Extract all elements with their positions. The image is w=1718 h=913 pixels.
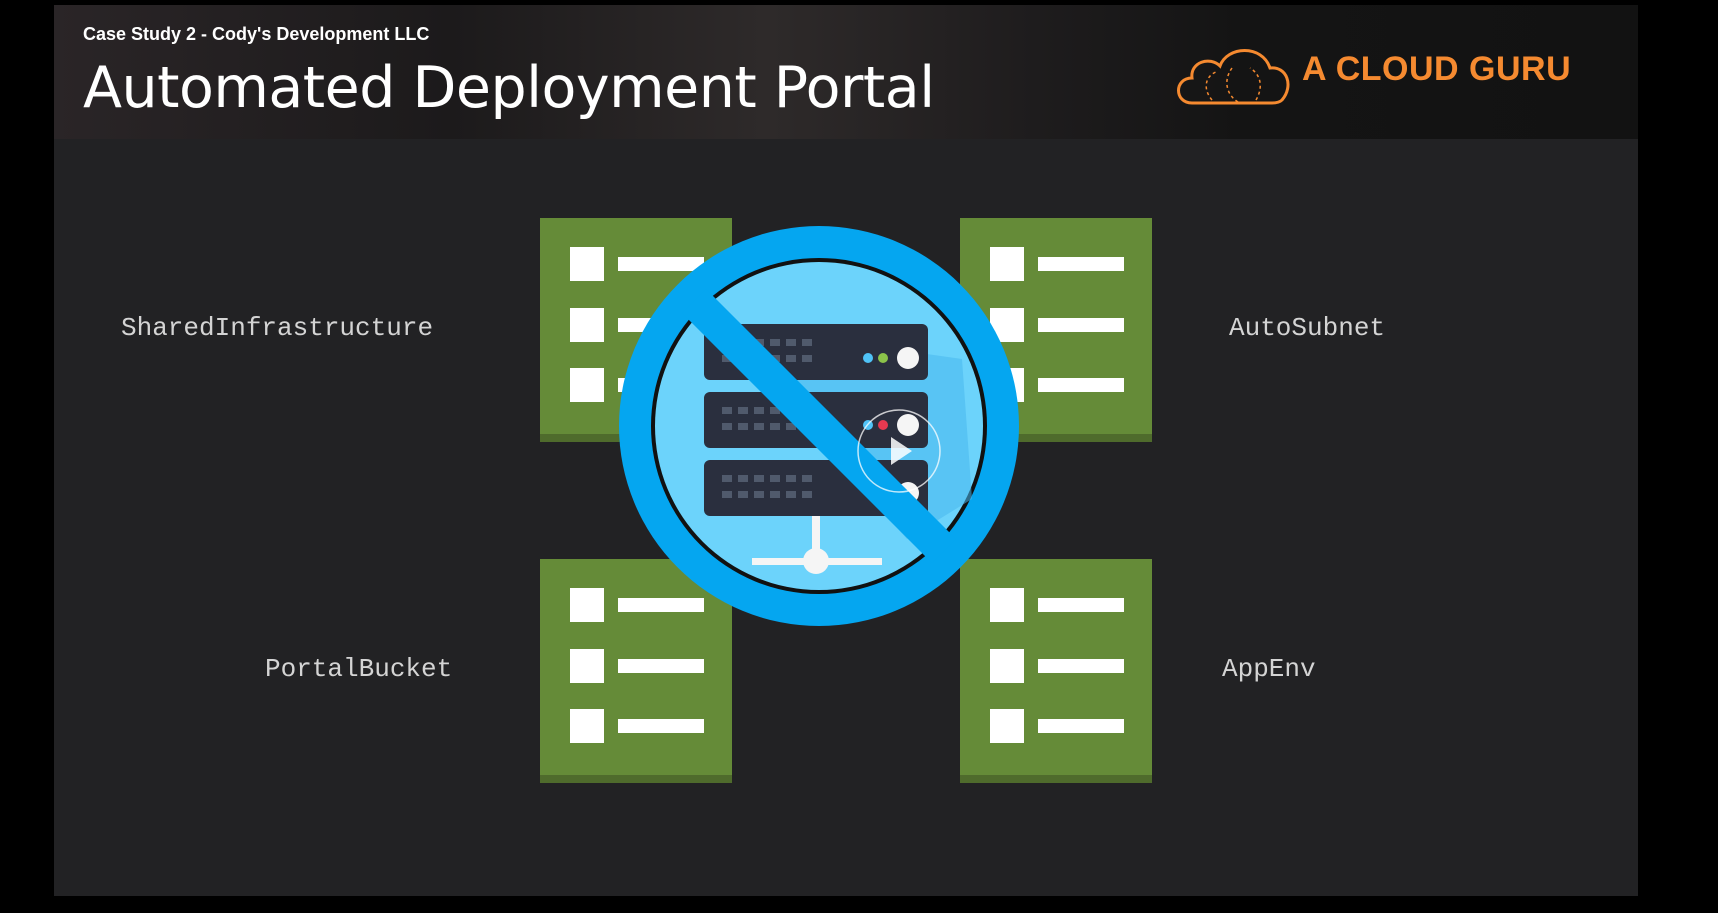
slide: Case Study 2 - Cody's Development LLC Au… <box>54 5 1638 896</box>
label-app-env: AppEnv <box>1222 654 1316 684</box>
slide-subtitle: Case Study 2 - Cody's Development LLC <box>83 24 430 44</box>
slide-title: Automated Deployment Portal <box>83 55 935 121</box>
label-auto-subnet: AutoSubnet <box>1229 313 1386 343</box>
cloud-logo-icon <box>1177 49 1290 105</box>
label-portal-bucket: PortalBucket <box>265 654 453 684</box>
play-icon <box>857 409 941 493</box>
label-shared-infrastructure: SharedInfrastructure <box>121 313 434 343</box>
prohibited-icon <box>619 226 1019 626</box>
stack-icon <box>960 559 1152 783</box>
slide-header: Case Study 2 - Cody's Development LLC Au… <box>54 5 1638 139</box>
brand-name: A CLOUD GURU <box>1302 50 1572 88</box>
stack-icon <box>540 559 732 783</box>
